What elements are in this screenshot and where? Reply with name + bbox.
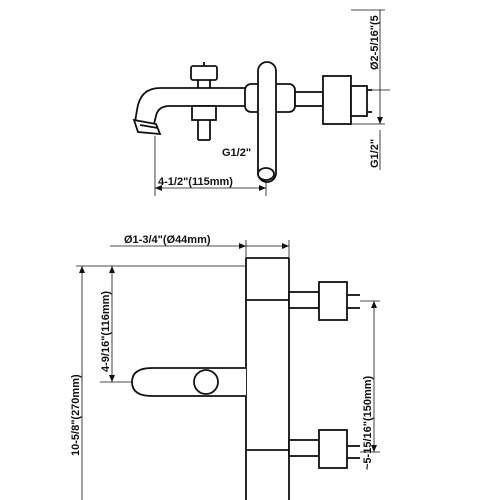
label-bottom-diameter: Ø1-3/4"(Ø44mm) (124, 234, 211, 246)
dim-top-right (351, 9, 390, 170)
label-left-overall: 10-5/8"(270mm) (70, 374, 82, 456)
label-thread-bottom: G1/2" (222, 147, 251, 159)
dim-left-upper (100, 265, 246, 383)
front-lever (131, 367, 246, 397)
bottom-front-view: Ø1-3/4"(Ø44mm) 4-9/16"(116mm) 10-5/8"(27… (70, 234, 380, 500)
label-left-upper: 4-9/16"(116mm) (100, 291, 112, 372)
dim-right-spacing (360, 300, 380, 453)
label-right-spacing: ~5-15/16"(150mm) (362, 375, 374, 470)
label-top-diameter: Ø2-5/16"(5 (369, 15, 381, 70)
lever-handle (257, 61, 277, 183)
body-column (245, 257, 290, 500)
label-top-width: 4-1/2"(115mm) (158, 176, 233, 188)
upper-connection (288, 281, 360, 321)
label-thread-right: G1/2" (369, 139, 381, 168)
lower-connection (288, 429, 360, 469)
lower-outlet (191, 105, 217, 141)
dim-bottom-diameter (110, 240, 290, 258)
dim-left-overall (76, 265, 100, 500)
wall-connection (294, 75, 372, 125)
top-side-view: 4-1/2"(115mm) G1/2" Ø2-5/16"(5 G1/2" (132, 9, 390, 196)
diverter-knob (190, 62, 218, 88)
dim-top-width (154, 136, 267, 196)
spout-body (134, 87, 245, 125)
